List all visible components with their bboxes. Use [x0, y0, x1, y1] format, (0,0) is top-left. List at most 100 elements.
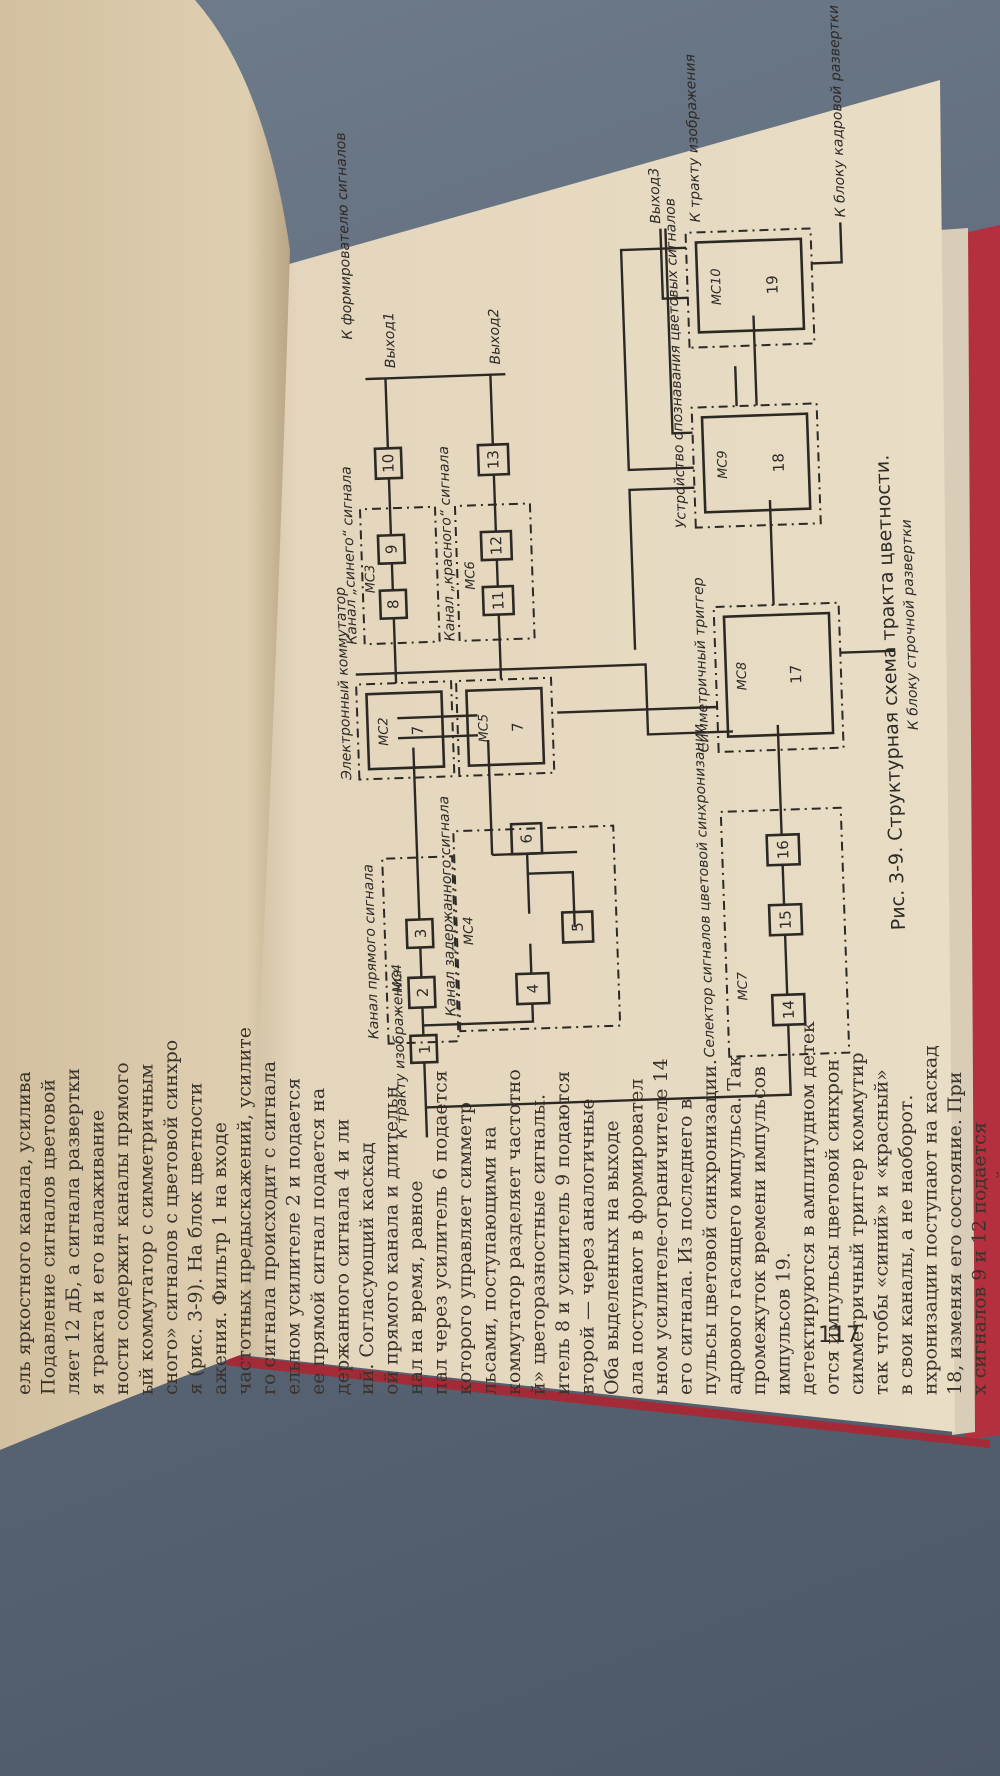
left-page-line: ель яркостного канала, усилива	[13, 1071, 35, 1395]
left-page-line: адрового гасящего импульса. Так	[724, 1055, 746, 1395]
block-10	[373, 446, 404, 481]
chip-mc7: МС7	[735, 971, 751, 1001]
chip-mc10: МС10	[709, 268, 725, 305]
title-delayed-channel: Канал задержанного сигнала	[436, 796, 460, 1017]
left-page-line: детектируются в амплитудном детек	[797, 1021, 819, 1395]
chip-mc4-delayed: МС4	[461, 916, 477, 945]
label-5: 5	[569, 922, 587, 932]
block-7-mc2	[365, 690, 446, 771]
left-page-line: сного» сигналов с цветовой синхро	[160, 1040, 182, 1395]
block-15	[767, 902, 804, 937]
left-page-line: я (рис. 3-9). На блок цветности	[185, 1083, 207, 1395]
left-page-line: держанного сигнала 4 и ли	[332, 1119, 354, 1395]
red-channel-group	[453, 502, 536, 642]
label-17: 17	[787, 664, 806, 684]
switch-mc2-group	[355, 680, 456, 781]
left-page-line: льсами, поступающими на	[479, 1126, 501, 1395]
page-number: 117	[818, 1323, 860, 1348]
label-11: 11	[489, 591, 508, 611]
chip-mc2: МС2	[376, 717, 392, 746]
left-page-line: нал на время, равное	[405, 1180, 427, 1395]
output-to-line-scan: К блоку строчной развертки	[899, 519, 922, 730]
label-7b: 7	[509, 722, 527, 732]
chip-mc8: МС8	[735, 662, 751, 691]
chip-mc4-direct: МС4	[390, 964, 406, 993]
block-2	[407, 975, 437, 1010]
label-4: 4	[524, 984, 542, 994]
title-trigger: Симметричный триггер	[691, 577, 713, 753]
block-12	[479, 529, 514, 562]
left-page-line: так чтобы «синий» и «красный»	[871, 1069, 893, 1395]
label-10: 10	[379, 453, 398, 473]
block-19-mc10	[694, 237, 806, 334]
identifier-mc9-group	[690, 402, 822, 529]
output-to-frame-scan: К блоку кадровой развертки	[826, 5, 849, 218]
title-switch: Электронный коммутатор	[333, 587, 356, 782]
left-page-line: пульсы цветовой синхронизации.	[699, 1059, 721, 1395]
label-14: 14	[779, 1000, 798, 1020]
block-9	[376, 533, 407, 566]
title-blue-channel: Канал „синего“ сигнала	[338, 466, 360, 645]
left-page-line: го сигнала происходит с сигнала	[258, 1061, 280, 1395]
chip-mc5: МС5	[476, 714, 492, 743]
output-to-signal-former: К формирователю сигналов	[333, 132, 356, 340]
trigger-group	[712, 601, 845, 754]
label-7a: 7	[409, 725, 427, 735]
left-page-line: ий. Согласующий каскад	[356, 1142, 378, 1395]
block-6	[509, 821, 544, 856]
left-page-line: я тракта и его налаживание	[87, 1110, 109, 1395]
input-from-image-path: К тракту изображения	[389, 970, 411, 1139]
blocks	[365, 237, 835, 1065]
left-page-line: отся импульсы цветовой синхрон	[822, 1059, 844, 1395]
left-page-line: й» цветоразностные сигналы.	[528, 1094, 550, 1395]
output-3: Выход3	[646, 167, 664, 224]
label-6: 6	[517, 834, 535, 844]
label-15: 15	[776, 910, 795, 930]
left-page-line: второй — через аналогичные	[577, 1098, 599, 1395]
left-page-line: ее прямой сигнал подается на	[307, 1088, 329, 1395]
left-page-line: симметричный триггер коммутир	[846, 1052, 868, 1395]
left-page-line: подается на ключевой каскад	[993, 1094, 1000, 1395]
chip-mc9: МС9	[715, 450, 731, 479]
output-1: Выход1	[381, 312, 399, 369]
left-page-line: ажения. Фильтр 1 на входе	[209, 1122, 231, 1395]
left-page-line: Оба выделенных на выходе	[601, 1120, 623, 1395]
left-page-line: ый коммутатор с симметричным	[136, 1064, 158, 1395]
label-18: 18	[769, 453, 788, 473]
label-2: 2	[414, 987, 432, 997]
output-2: Выход2	[486, 308, 504, 365]
left-page-line: ала поступают в формировател	[626, 1079, 648, 1395]
left-page-line: ельном усилителе 2 и подается	[283, 1078, 305, 1395]
left-page-line: итель 8 и усилитель 9 подаются	[552, 1071, 574, 1395]
left-page-line: пал через усилитель 6 подается	[430, 1070, 452, 1395]
label-16: 16	[774, 840, 793, 860]
label-1: 1	[416, 1044, 434, 1054]
block-13	[476, 442, 511, 477]
label-8: 8	[384, 599, 402, 609]
label-13: 13	[484, 450, 503, 470]
identifier-mc10-group	[684, 227, 816, 349]
block-11	[481, 584, 516, 617]
left-page-line: Подавление сигналов цветовой	[38, 1079, 60, 1395]
chip-mc6: МС6	[463, 561, 479, 590]
block-3	[405, 917, 435, 950]
block-16	[765, 832, 801, 867]
block-8	[378, 588, 409, 621]
block-17-mc8	[722, 611, 835, 738]
block-7-mc5	[465, 686, 546, 768]
left-page-line: частотных предыскажений, усилите	[234, 1027, 256, 1395]
page-stack-edge	[940, 228, 975, 1435]
label-12: 12	[487, 536, 506, 556]
left-page-line: в свои каналы, а не наоборот.	[895, 1095, 917, 1395]
left-page-line: его сигнала. Из последнего в	[675, 1099, 697, 1395]
output-to-image-path: К тракту изображения	[682, 54, 704, 223]
left-page-line: промежуток времени импульсов	[748, 1066, 770, 1395]
direct-channel-group	[381, 855, 460, 1045]
signal-wires	[355, 222, 896, 1138]
left-page-line: коммутатор разделяет частотно	[503, 1069, 525, 1395]
left-page-line: ности содержит каналы прямого	[111, 1062, 133, 1395]
title-red-channel: Канал „красного“ сигнала	[436, 446, 459, 642]
label-9: 9	[382, 544, 400, 554]
